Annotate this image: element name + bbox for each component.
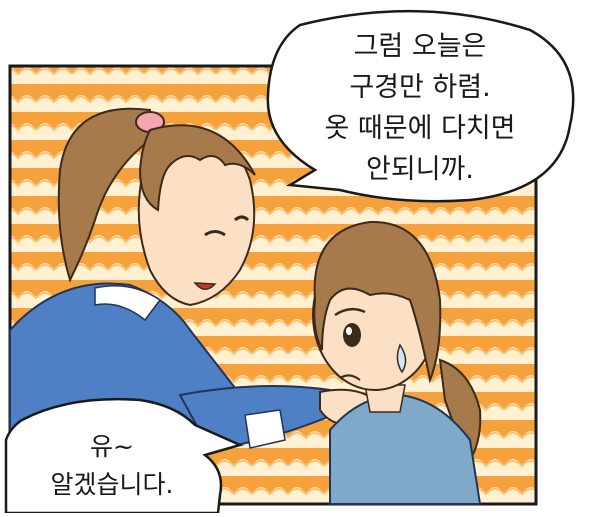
speech-bubble-bottom [4,397,244,515]
mother-figure [9,107,377,505]
speech-text-bottom: 유~ 알겠습니다. [22,428,202,504]
speech-line: 구경만 하렴. [349,72,491,103]
speech-line: 옷 때문에 다치면 [324,113,516,144]
speech-text-top: 그럼 오늘은 구경만 하렴. 옷 때문에 다치면 안되니까. [300,26,540,190]
speech-line: 그럼 오늘은 [353,31,487,62]
speech-line: 유~ [90,432,134,461]
speech-bubble-top [266,9,575,203]
speech-line: 알겠습니다. [50,470,174,499]
girl-figure [312,220,482,505]
speech-line: 안되니까. [366,154,474,185]
